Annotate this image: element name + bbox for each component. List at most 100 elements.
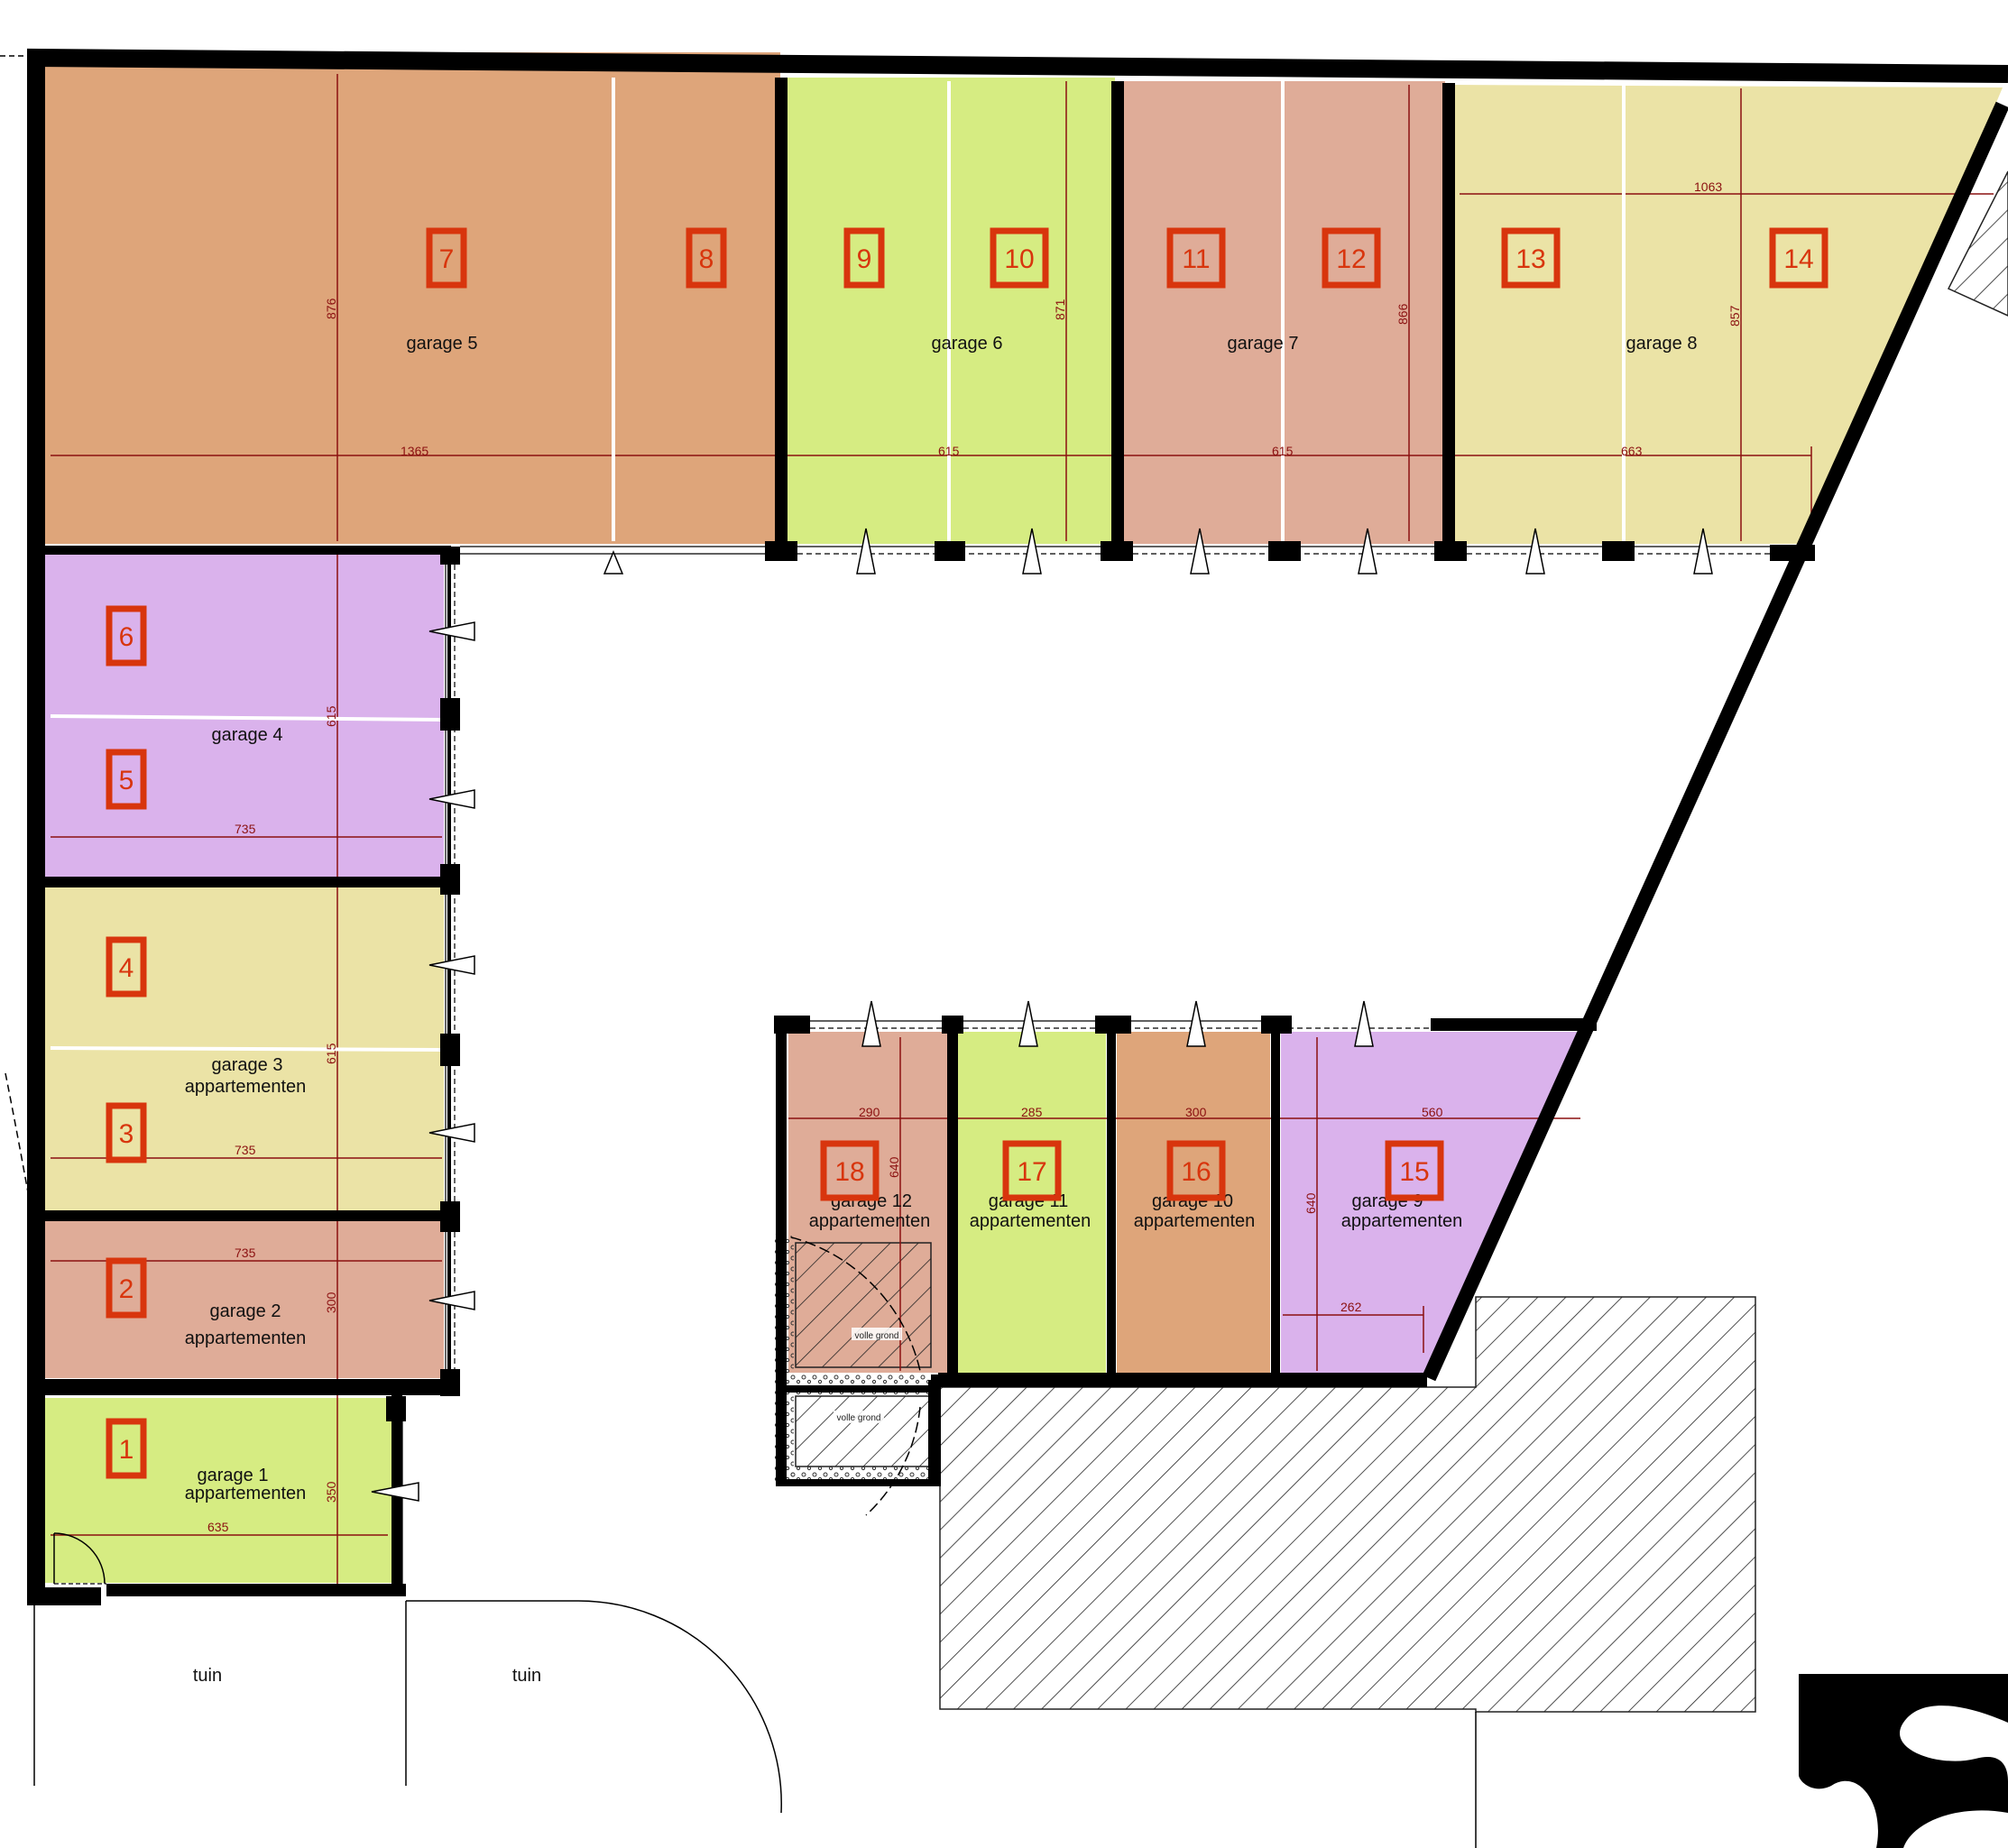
spot-tag-6: 6 xyxy=(119,622,134,652)
dim-1063: 1063 xyxy=(1694,179,1722,194)
dim-285: 285 xyxy=(1021,1105,1043,1119)
spot-tag-box-11 xyxy=(1166,227,1226,289)
garage-1-area xyxy=(40,1398,391,1583)
spot-tag-8: 8 xyxy=(699,244,714,274)
garage-1-sublabel: appartementen xyxy=(185,1484,307,1503)
spot-tag-box-7 xyxy=(426,227,467,289)
tuin-right-label: tuin xyxy=(512,1666,541,1686)
garage-11-sublabel: appartementen xyxy=(970,1211,1092,1231)
dim-635: 635 xyxy=(207,1520,229,1534)
spot-tag-9: 9 xyxy=(857,244,872,274)
outer-wall-top-left xyxy=(27,48,2008,1605)
spot-tag-box-12 xyxy=(1322,227,1381,289)
spot-tag-box-3 xyxy=(106,1102,147,1163)
dim-735-c: 735 xyxy=(235,1246,256,1260)
garage-3-label: garage 3 xyxy=(212,1055,283,1075)
dim-300-b: 300 xyxy=(1185,1105,1207,1119)
dim-615-d: 615 xyxy=(324,1043,338,1064)
spot-tag-box-5 xyxy=(106,749,147,810)
garage-2-label: garage 2 xyxy=(210,1301,281,1321)
garage-4-label: garage 4 xyxy=(212,725,283,745)
garage-8-label: garage 8 xyxy=(1626,334,1698,354)
garage-6-label: garage 6 xyxy=(932,334,1003,354)
volle-grond-label-b: volle grond xyxy=(837,1413,881,1423)
dim-640-b: 640 xyxy=(1303,1192,1318,1214)
garage-5-area xyxy=(36,52,780,544)
spot-tag-box-2 xyxy=(106,1257,147,1319)
dim-350: 350 xyxy=(324,1481,338,1503)
spot-tag-box-13 xyxy=(1501,227,1561,289)
garden-curve xyxy=(406,1600,782,1814)
bay-dividers xyxy=(50,78,1626,1052)
spot-tag-box-15 xyxy=(1385,1140,1444,1201)
spot-tag-2: 2 xyxy=(119,1274,134,1304)
dim-615-c: 615 xyxy=(324,705,338,727)
garage-9-sublabel: appartementen xyxy=(1341,1211,1463,1231)
tuin-left-label: tuin xyxy=(193,1666,222,1686)
spot-tag-box-6 xyxy=(106,605,147,667)
hatched-stair-area xyxy=(795,1242,932,1368)
spot-tag-7: 7 xyxy=(439,244,455,274)
spot-tag-box-4 xyxy=(106,936,147,998)
garage-2-area xyxy=(40,1219,444,1378)
spot-tag-box-8 xyxy=(686,227,727,289)
door-swing-g1 xyxy=(53,1532,106,1585)
dim-640-a: 640 xyxy=(887,1156,901,1178)
spot-tag-14: 14 xyxy=(1783,244,1813,274)
spot-tag-box-9 xyxy=(843,227,885,289)
hatched-ground-area xyxy=(939,1296,1756,1713)
spot-tag-box-18 xyxy=(820,1140,880,1201)
spot-tag-3: 3 xyxy=(119,1119,134,1149)
hatched-storage-area xyxy=(795,1395,932,1467)
garage-7-label: garage 7 xyxy=(1228,334,1299,354)
garage-12-sublabel: appartementen xyxy=(809,1211,931,1231)
spot-tag-box-17 xyxy=(1002,1140,1062,1201)
spot-tag-13: 13 xyxy=(1515,244,1545,274)
gravel-area-bottom xyxy=(774,1466,936,1481)
spot-tag-box-1 xyxy=(106,1418,147,1479)
garage-1-label: garage 1 xyxy=(198,1466,269,1485)
dim-290: 290 xyxy=(859,1105,880,1119)
misc-labels: tuin tuin volle grond volle grond xyxy=(193,1328,902,1686)
garage-10-sublabel: appartementen xyxy=(1134,1211,1256,1231)
garage-10-area xyxy=(1117,1032,1270,1373)
dim-663: 663 xyxy=(1621,444,1643,458)
spot-tag-17: 17 xyxy=(1017,1157,1046,1187)
dim-300: 300 xyxy=(324,1292,338,1313)
spot-tag-4: 4 xyxy=(119,953,134,983)
dim-1365: 1365 xyxy=(401,444,428,458)
garage-3-sublabel: appartementen xyxy=(185,1077,307,1097)
spot-tag-16: 16 xyxy=(1181,1157,1211,1187)
corner-shape xyxy=(1799,1674,2008,1848)
spot-tag-5: 5 xyxy=(119,766,134,795)
spot-tag-11: 11 xyxy=(1182,244,1210,274)
spot-tag-box-14 xyxy=(1769,227,1828,289)
hatched-edge-area xyxy=(1947,170,2008,317)
dim-262: 262 xyxy=(1340,1300,1362,1314)
spot-tag-10: 10 xyxy=(1004,244,1034,274)
garage-8-area xyxy=(1451,85,2003,544)
pillars xyxy=(386,541,1815,1421)
spot-tag-12: 12 xyxy=(1336,244,1366,274)
dim-857: 857 xyxy=(1727,305,1742,326)
spot-tag-15: 15 xyxy=(1399,1157,1429,1187)
outer-wall-diagonal xyxy=(1422,101,2008,1382)
dimension-labels: 1365 615 615 663 1063 876 871 866 857 73… xyxy=(207,179,1742,1534)
dim-735-b: 735 xyxy=(235,1143,256,1157)
dim-615-a: 615 xyxy=(938,444,960,458)
spot-tag-18: 18 xyxy=(834,1157,864,1187)
dim-871: 871 xyxy=(1053,299,1067,320)
dim-615-b: 615 xyxy=(1272,444,1294,458)
spot-tag-1: 1 xyxy=(119,1435,134,1465)
dim-735-a: 735 xyxy=(235,822,256,836)
garage-9-area xyxy=(1281,1032,1580,1373)
dim-876: 876 xyxy=(324,298,338,319)
spot-tag-box-16 xyxy=(1166,1140,1226,1201)
garage-12-label: garage 12 xyxy=(831,1191,912,1211)
spot-tag-box-10 xyxy=(990,227,1049,289)
garage-2-sublabel: appartementen xyxy=(185,1329,307,1348)
garage-5-label: garage 5 xyxy=(407,334,478,354)
door-arrows xyxy=(371,528,1713,1502)
